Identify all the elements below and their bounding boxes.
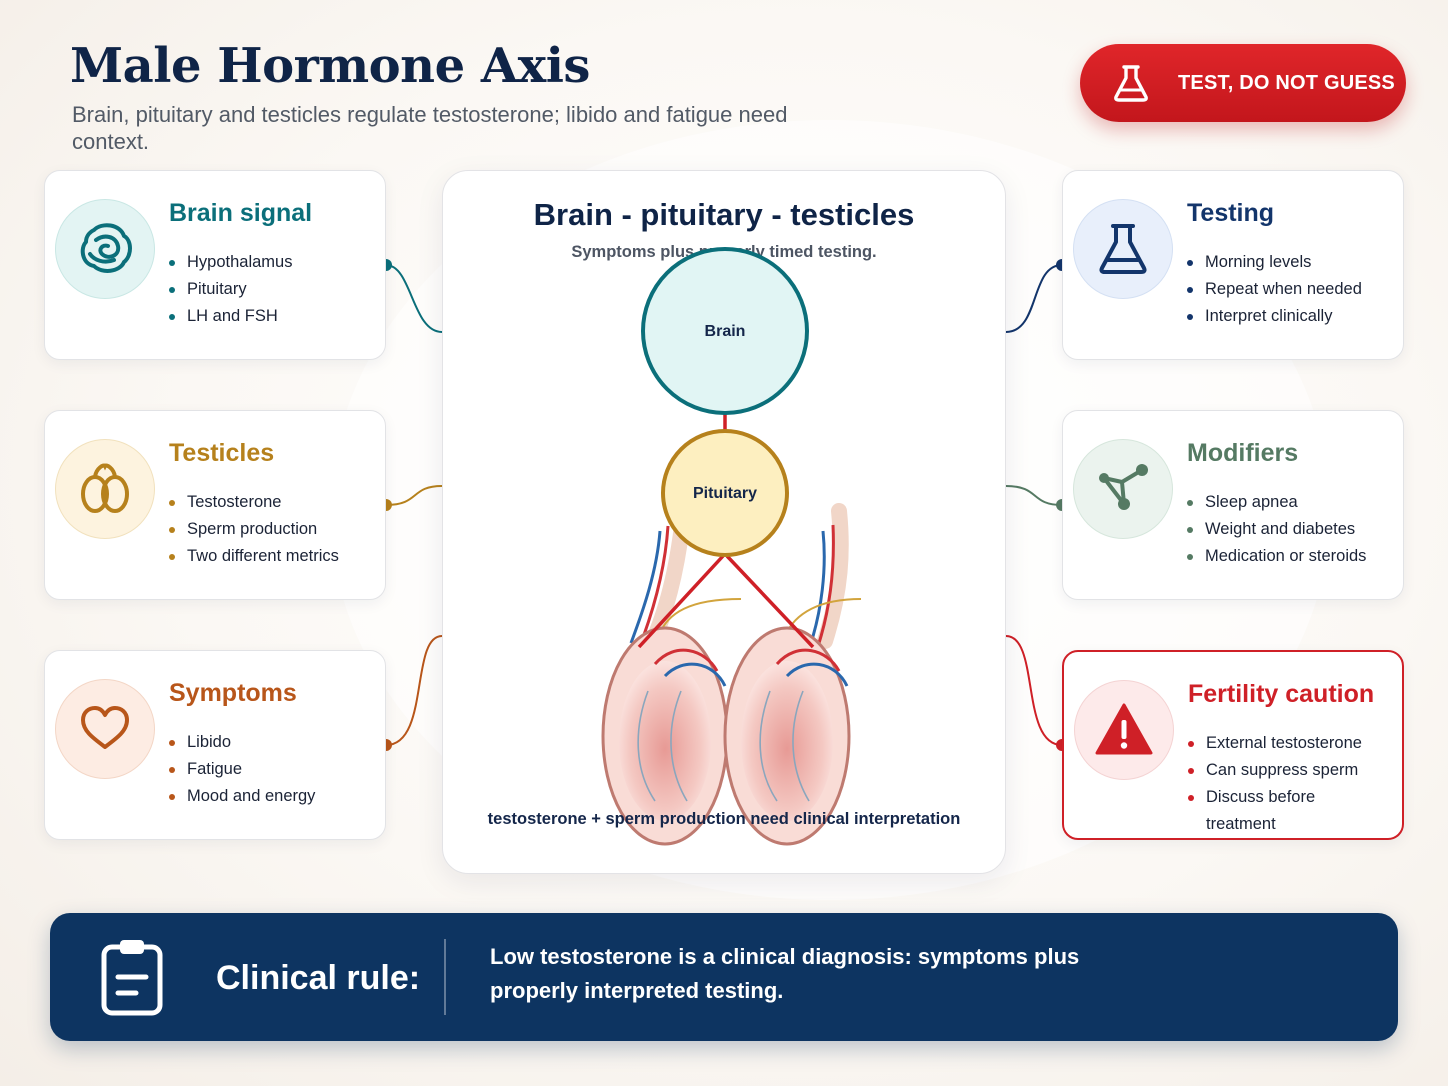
badge-label: TEST, DO NOT GUESS [1178, 71, 1395, 94]
list-item: LH and FSH [169, 303, 292, 330]
list-item: Interpret clinically [1187, 303, 1362, 330]
axis-illustration [601, 247, 862, 846]
diagram-footer: testosterone + sperm production need cli… [487, 810, 961, 828]
list-item: Mood and energy [169, 783, 315, 810]
list-item: Medication or steroids [1187, 543, 1366, 570]
card-testing[interactable]: Testing Morning levels Repeat when neede… [1062, 170, 1404, 360]
pituitary-node [661, 429, 789, 557]
card-list: Testosterone Sperm production Two differ… [169, 489, 339, 570]
warning-icon [1095, 703, 1153, 755]
flask-icon [1099, 224, 1147, 274]
list-item: Weight and diabetes [1187, 516, 1366, 543]
testicles-icon [81, 463, 129, 513]
right-cord [817, 503, 849, 649]
diagram-title: Brain - pituitary - testicles [533, 197, 915, 232]
card-symptoms[interactable]: Symptoms Libido Fatigue Mood and energy [44, 650, 386, 840]
clipboard-icon [101, 940, 163, 1016]
card-title: Modifiers [1187, 439, 1299, 467]
card-brain-signal[interactable]: Brain signal Hypothalamus Pituitary LH a… [44, 170, 386, 360]
list-item: Two different metrics [169, 543, 339, 570]
list-item: Testosterone [169, 489, 339, 516]
axis-diagram-panel: Brain - pituitary - testicles Symptoms p… [442, 170, 1006, 874]
card-list: Libido Fatigue Mood and energy [169, 729, 315, 810]
card-title: Brain signal [169, 199, 313, 227]
card-title: Fertility caution [1188, 680, 1375, 708]
brain-node-label: Brain [704, 323, 746, 340]
pituitary-node-label: Pituitary [692, 485, 757, 502]
list-item: Pituitary [169, 276, 292, 303]
divider [444, 939, 446, 1015]
card-fertility-caution[interactable]: Fertility caution External testosterone … [1062, 650, 1404, 840]
heart-icon [81, 706, 129, 749]
list-item: Can suppress sperm [1188, 757, 1388, 784]
card-title: Testing [1187, 199, 1275, 227]
list-item: Repeat when needed [1187, 276, 1362, 303]
rule-label: Clinical rule: [216, 959, 421, 997]
flask-icon [1114, 65, 1148, 102]
clinical-rule-banner: Clinical rule: Low testosterone is a cli… [50, 913, 1398, 1041]
card-modifiers[interactable]: Modifiers Sleep apnea Weight and diabete… [1062, 410, 1404, 600]
list-item: Sleep apnea [1187, 489, 1366, 516]
card-title: Testicles [169, 439, 275, 467]
card-list: External testosterone Can suppress sperm… [1188, 730, 1388, 838]
list-item: Discuss before treatment [1188, 784, 1388, 838]
list-item: Morning levels [1187, 249, 1362, 276]
list-item: Libido [169, 729, 315, 756]
card-list: Sleep apnea Weight and diabetes Medicati… [1187, 489, 1366, 570]
network-icon [1099, 464, 1148, 510]
card-list: Hypothalamus Pituitary LH and FSH [169, 249, 292, 330]
test-do-not-guess-badge[interactable]: TEST, DO NOT GUESS [1080, 44, 1406, 122]
page-subtitle: Brain, pituitary and testicles regulate … [72, 102, 788, 154]
card-testicles[interactable]: Testicles Testosterone Sperm production … [44, 410, 386, 600]
list-item: Hypothalamus [169, 249, 292, 276]
brain-node [641, 247, 809, 415]
card-list: Morning levels Repeat when needed Interp… [1187, 249, 1362, 330]
list-item: Sperm production [169, 516, 339, 543]
list-item: Fatigue [169, 756, 315, 783]
list-item: External testosterone [1188, 730, 1388, 757]
page-title: Male Hormone Axis [70, 38, 590, 94]
brain-icon [80, 223, 132, 273]
card-title: Symptoms [169, 679, 297, 707]
rule-text: Low testosterone is a clinical diagnosis… [490, 944, 1080, 1003]
